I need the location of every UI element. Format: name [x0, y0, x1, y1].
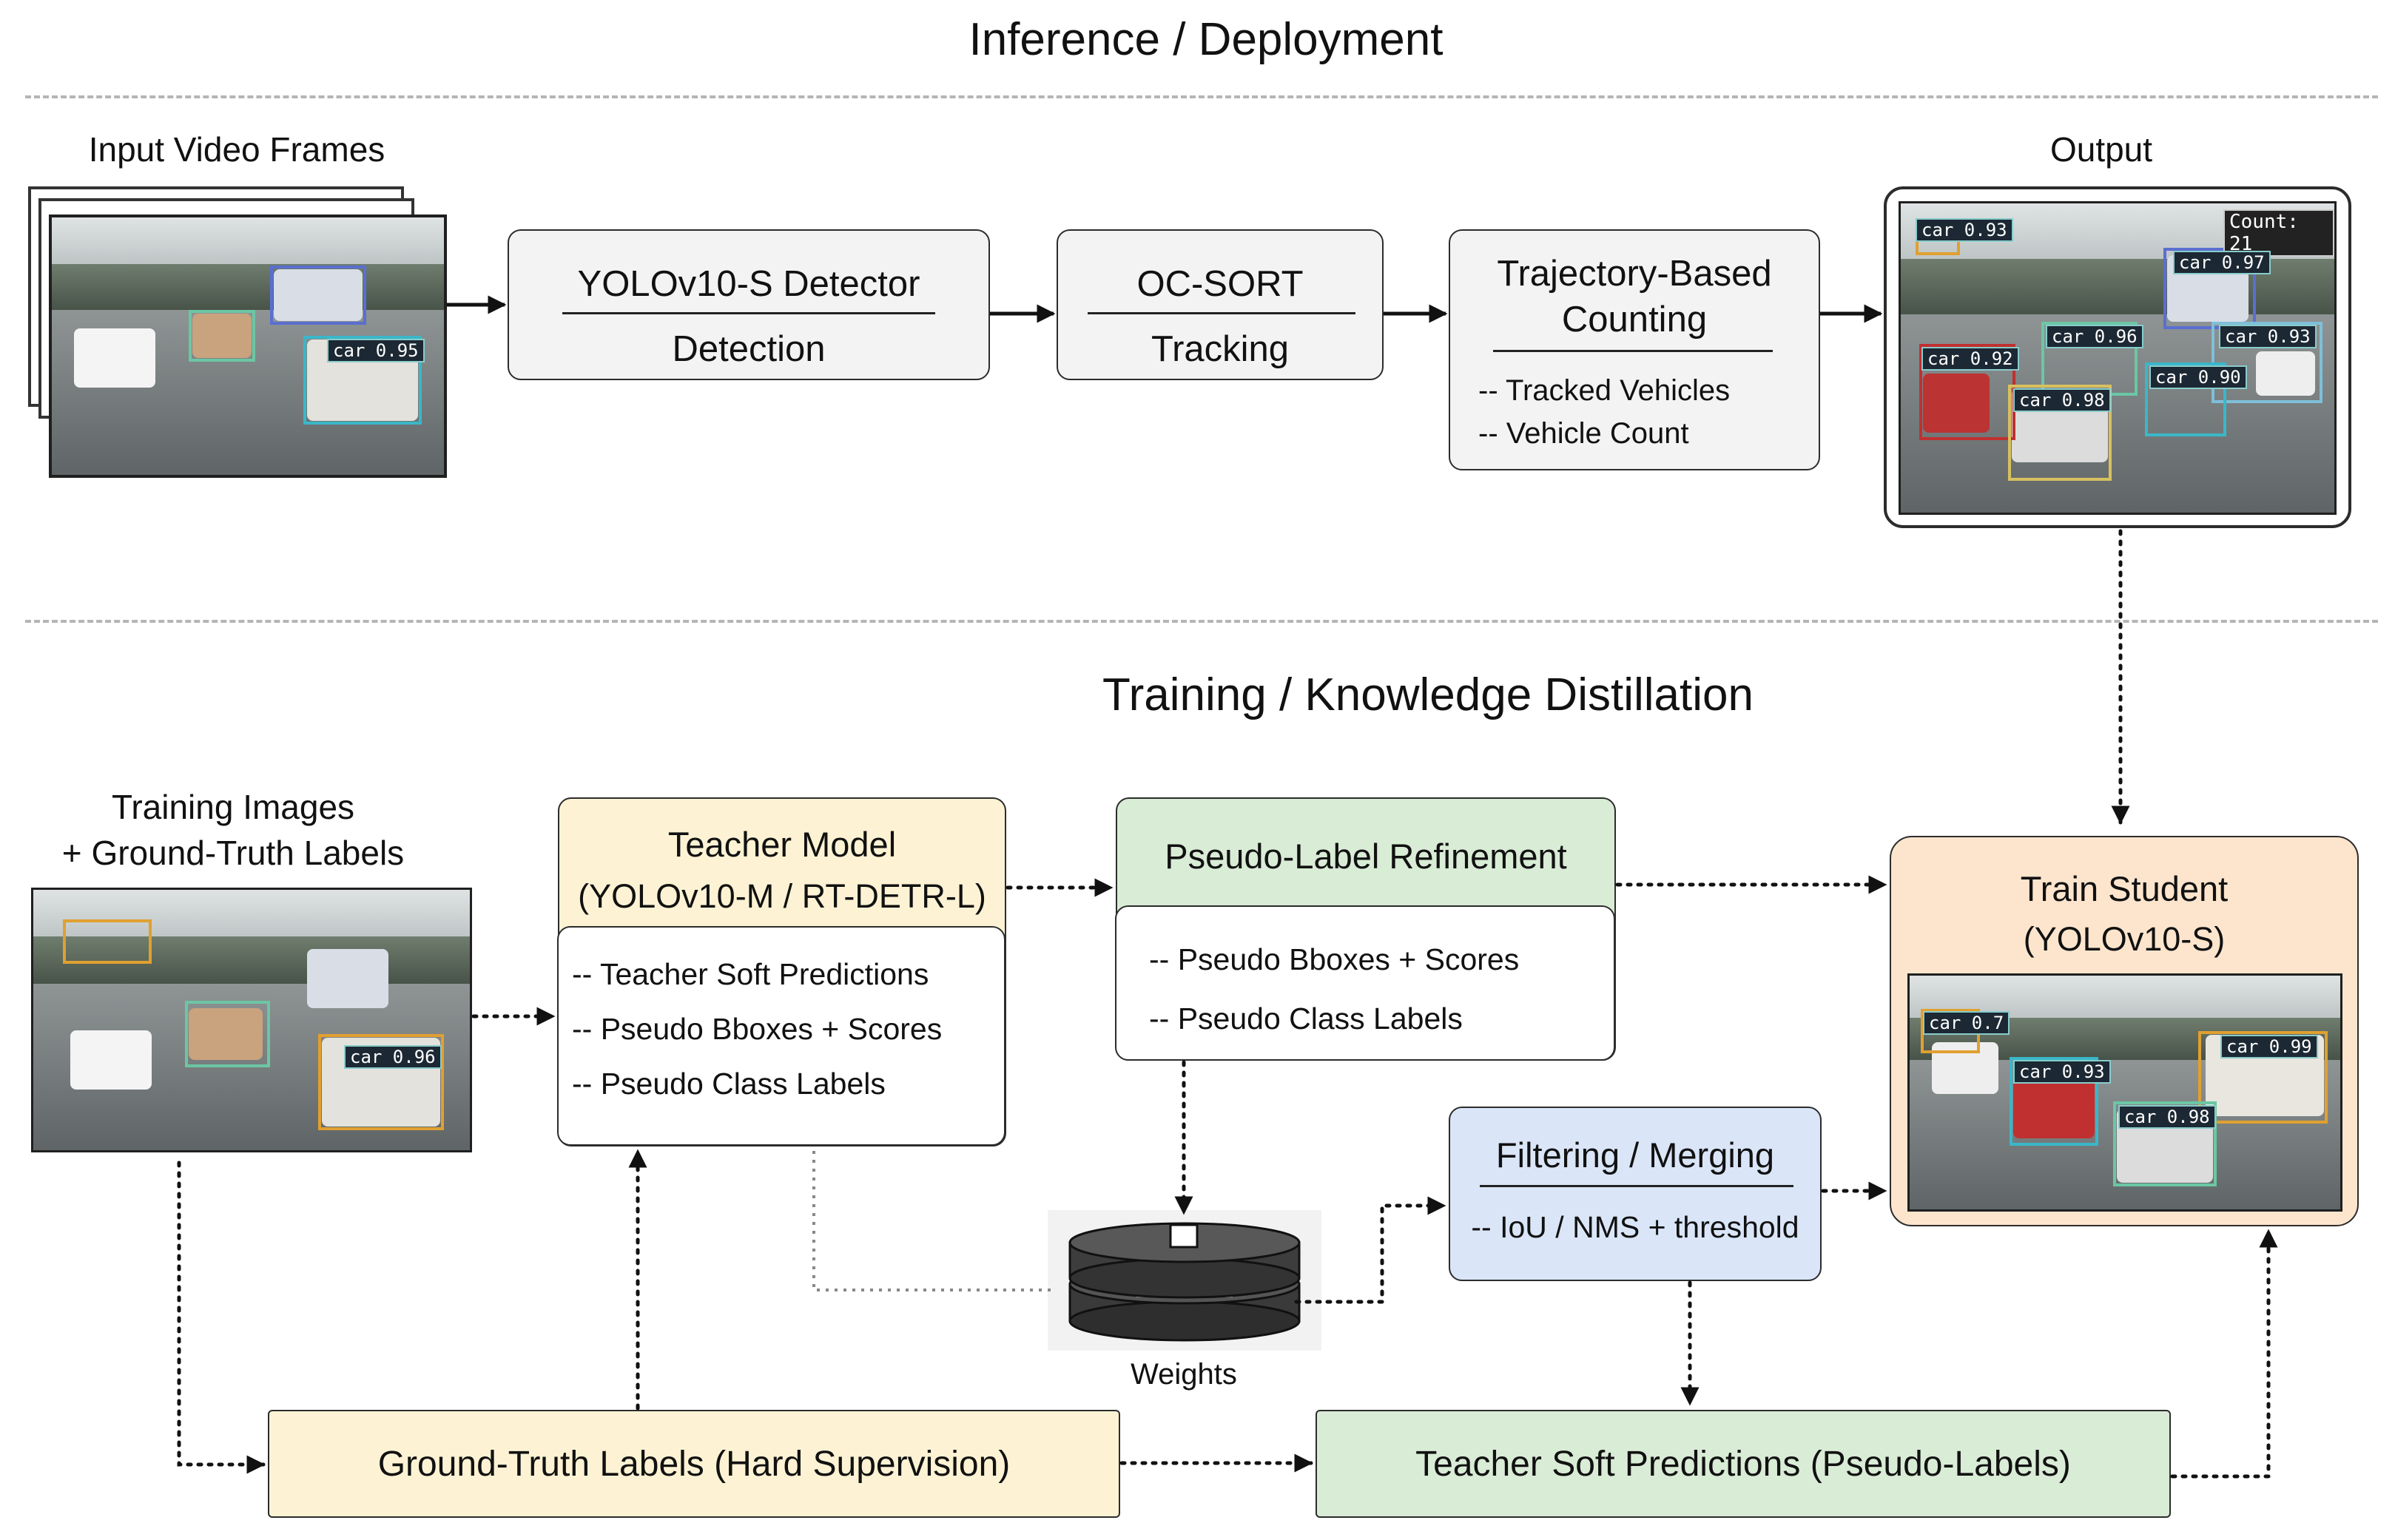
arrow-images-to-gt-labels: [177, 1161, 266, 1474]
counting-divider: [1493, 350, 1773, 352]
detection-tag: car 0.97: [2173, 251, 2271, 274]
soft-predictions-box: Teacher Soft Predictions (Pseudo-Labels): [1316, 1410, 2171, 1518]
teacher-output-item: -- Pseudo Class Labels: [572, 1067, 886, 1101]
detection-box: [318, 1034, 444, 1130]
detection-tag: car 0.90: [2149, 365, 2247, 389]
output-image: Count: 21 car 0.93 car 0.97 car 0.96 car…: [1899, 201, 2337, 515]
student-image: car 0.7 car 0.93 car 0.99 car 0.98: [1907, 973, 2342, 1212]
tracker-box: OC-SORT Tracking: [1057, 229, 1384, 380]
input-frames-label: Input Video Frames: [88, 130, 385, 169]
detection-box: [270, 266, 366, 325]
car-shape: [2256, 351, 2315, 396]
detection-box: [2113, 1101, 2217, 1186]
car-shape: [1923, 374, 1990, 433]
train-student-box: Train Student (YOLOv10-S) car 0.7 car 0.…: [1890, 836, 2359, 1226]
inference-section-title: Inference / Deployment: [969, 14, 1444, 65]
car-shape: [74, 328, 155, 388]
detection-tag: car 0.92: [1921, 347, 2019, 371]
training-images-label-line2: + Ground-Truth Labels: [61, 834, 405, 872]
weights-label: Weights: [1131, 1358, 1237, 1391]
detector-box: YOLOv10-S Detector Detection: [508, 229, 990, 380]
detection-tag: car 0.95: [327, 339, 425, 362]
car-shape: [274, 269, 363, 321]
counting-title-line2: Counting: [1561, 300, 1708, 340]
detection-box: [2163, 248, 2256, 329]
detection-box: [185, 1001, 270, 1067]
refinement-title: Pseudo-Label Refinement: [1165, 837, 1567, 876]
detection-box: [2145, 362, 2226, 436]
training-images-label-line1: Training Images: [111, 788, 355, 826]
training-image: car 0.96: [31, 888, 472, 1152]
detector-title: YOLOv10-S Detector: [577, 264, 920, 304]
counting-box: Trajectory-Based Counting -- Tracked Veh…: [1449, 229, 1820, 470]
middle-separator: [25, 620, 2378, 623]
detection-box: [303, 336, 422, 425]
tracker-divider: [1088, 312, 1355, 314]
arrow-soft-predictions-to-student: [2170, 1229, 2278, 1479]
refinement-output-item: -- Pseudo Class Labels: [1149, 1002, 1463, 1036]
teacher-output-item: -- Pseudo Bboxes + Scores: [572, 1012, 943, 1046]
filtering-box: Filtering / Merging -- IoU / NMS + thres…: [1449, 1107, 1822, 1281]
counting-title-line1: Trajectory-Based: [1497, 254, 1772, 294]
car-shape: [307, 949, 388, 1008]
ground-truth-labels-text: Ground-Truth Labels (Hard Supervision): [377, 1445, 1011, 1484]
detection-tag: car 0.96: [2046, 325, 2143, 348]
ground-truth-labels-box: Ground-Truth Labels (Hard Supervision): [268, 1410, 1120, 1518]
teacher-model-box: Teacher Model (YOLOv10-M / RT-DETR-L) --…: [557, 797, 1006, 1146]
filtering-item: -- IoU / NMS + threshold: [1471, 1210, 1799, 1244]
refinement-box: Pseudo-Label Refinement -- Pseudo Bboxes…: [1115, 797, 1616, 1061]
detector-divider: [562, 312, 935, 314]
detector-subtitle: Detection: [672, 329, 826, 369]
detection-tag: car 0.98: [2013, 388, 2111, 412]
detection-box: [63, 919, 152, 964]
teacher-title: Teacher Model: [667, 825, 897, 864]
teacher-output-item: -- Teacher Soft Predictions: [572, 957, 929, 991]
detection-box: [2008, 385, 2112, 481]
count-readout: Count: 21: [2223, 209, 2334, 257]
output-label: Output: [2049, 130, 2153, 169]
detection-tag: car 0.98: [2118, 1105, 2216, 1129]
counting-item: -- Vehicle Count: [1478, 417, 1689, 450]
car-shape: [189, 1008, 263, 1060]
detection-tag: car 0.7: [1923, 1011, 2010, 1035]
teacher-subtitle: (YOLOv10-M / RT-DETR-L): [578, 877, 986, 915]
tracker-title: OC-SORT: [1136, 264, 1304, 304]
input-frame-image: car 0.95: [49, 215, 447, 478]
car-shape: [192, 314, 252, 358]
detection-tag: car 0.93: [1916, 218, 2013, 242]
detection-tag: car 0.99: [2220, 1035, 2318, 1058]
tracker-subtitle: Tracking: [1151, 329, 1290, 369]
detection-tag: car 0.96: [344, 1045, 442, 1069]
weights-icon: [1048, 1210, 1321, 1351]
detection-tag: car 0.93: [2013, 1060, 2111, 1084]
counting-item: -- Tracked Vehicles: [1478, 374, 1731, 407]
detection-box: [189, 310, 255, 362]
refinement-output-item: -- Pseudo Bboxes + Scores: [1149, 942, 1520, 976]
link-teacher-to-weights: [812, 1151, 1054, 1291]
filtering-divider: [1480, 1185, 1793, 1187]
soft-predictions-text: Teacher Soft Predictions (Pseudo-Labels): [1415, 1445, 2071, 1484]
refinement-outputs-panel: -- Pseudo Bboxes + Scores -- Pseudo Clas…: [1115, 905, 1615, 1061]
detection-tag: car 0.93: [2219, 325, 2317, 348]
training-section-title: Training / Knowledge Distillation: [1102, 669, 1754, 720]
teacher-outputs-panel: -- Teacher Soft Predictions -- Pseudo Bb…: [557, 926, 1006, 1146]
car-shape: [70, 1030, 152, 1090]
detection-box: [2198, 1031, 2328, 1124]
student-subtitle: (YOLOv10-S): [2023, 920, 2226, 958]
student-title: Train Student: [2020, 869, 2229, 908]
output-panel: Count: 21 car 0.93 car 0.97 car 0.96 car…: [1884, 186, 2351, 528]
detection-box: [2010, 1057, 2098, 1146]
top-separator: [25, 95, 2378, 98]
filtering-title: Filtering / Merging: [1495, 1135, 1775, 1175]
